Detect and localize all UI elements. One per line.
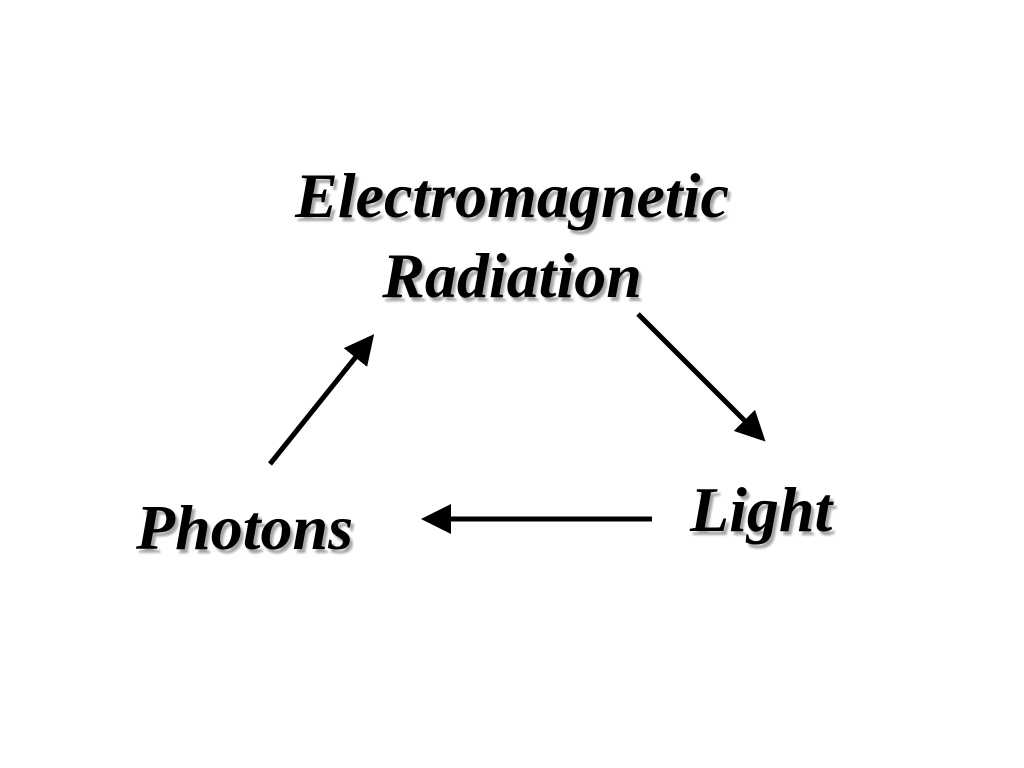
node-photons: Photons <box>136 492 353 563</box>
node-electromagnetic-radiation-line2: Radiation <box>382 240 642 311</box>
node-electromagnetic-radiation: Electromagnetic Radiation <box>212 164 812 324</box>
arrow-radiation-to-light <box>636 312 766 442</box>
node-light: Light <box>690 474 833 545</box>
arrow-photons-to-radiation <box>268 334 375 466</box>
node-electromagnetic-radiation-line1: Electromagnetic <box>295 160 729 231</box>
